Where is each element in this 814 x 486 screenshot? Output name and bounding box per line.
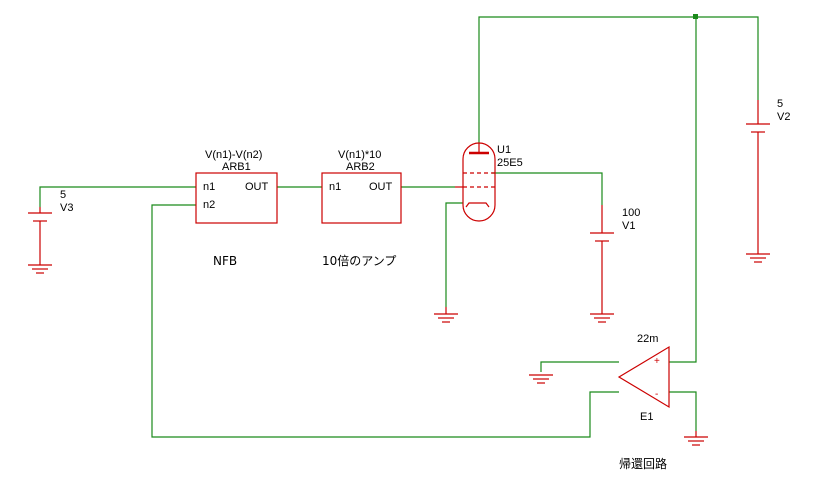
arb2-pin-n1: n1 <box>329 181 341 193</box>
source-v3[interactable]: 5 V3 <box>28 189 73 274</box>
v3-value: 5 <box>60 189 66 201</box>
wire-feedback <box>151 204 619 438</box>
arb1-name: ARB1 <box>222 161 251 173</box>
wire-e1-ctrl-ground <box>540 361 619 372</box>
junction-dot <box>693 14 698 19</box>
source-e1[interactable]: + - 22m E1 <box>617 333 670 423</box>
arb1-block[interactable]: V(n1)-V(n2) ARB1 n1 n2 OUT <box>195 149 278 224</box>
ground-tube <box>434 307 458 323</box>
e1-plus-sign: + <box>654 356 660 367</box>
wire-tube-v1 <box>492 172 603 205</box>
tube-u1[interactable]: U1 25E5 <box>455 142 523 222</box>
arb2-block[interactable]: V(n1)*10 ARB2 n1 OUT <box>321 149 402 224</box>
wire-cathode-ground <box>445 202 463 307</box>
wire-e1-minus-ground <box>669 391 697 431</box>
arb1-pin-n2: n2 <box>203 199 215 211</box>
e1-gain: 22m <box>637 333 658 345</box>
wires <box>39 14 759 438</box>
source-v1[interactable]: 100 V1 <box>590 205 640 323</box>
v3-name: V3 <box>60 202 73 214</box>
v1-value: 100 <box>622 207 640 219</box>
ground-e1-left <box>529 374 553 384</box>
wire-v3-arb1 <box>39 186 196 207</box>
arb2-pin-out: OUT <box>369 181 393 193</box>
arb2-expression: V(n1)*10 <box>338 149 381 161</box>
v1-name: V1 <box>622 220 635 232</box>
wire-plate-v2 <box>478 16 759 143</box>
arb1-expression: V(n1)-V(n2) <box>205 149 262 161</box>
arb1-pin-n1: n1 <box>203 181 215 193</box>
wire-junction-e1-plus <box>669 17 697 363</box>
arb2-name: ARB2 <box>346 161 375 173</box>
e1-name: E1 <box>640 411 653 423</box>
ground-e1-right <box>684 431 708 446</box>
feedback-annotation: 帰還回路 <box>619 456 667 471</box>
e1-minus-sign: - <box>655 389 658 400</box>
u1-model: 25E5 <box>497 157 523 169</box>
source-v2[interactable]: 5 V2 <box>746 98 790 263</box>
nfb-annotation: NFB <box>213 254 237 268</box>
v2-value: 5 <box>777 98 783 110</box>
v2-name: V2 <box>777 111 790 123</box>
arb1-pin-out: OUT <box>245 181 269 193</box>
amp-annotation: 10倍のアンプ <box>322 253 396 268</box>
u1-name: U1 <box>497 144 511 156</box>
